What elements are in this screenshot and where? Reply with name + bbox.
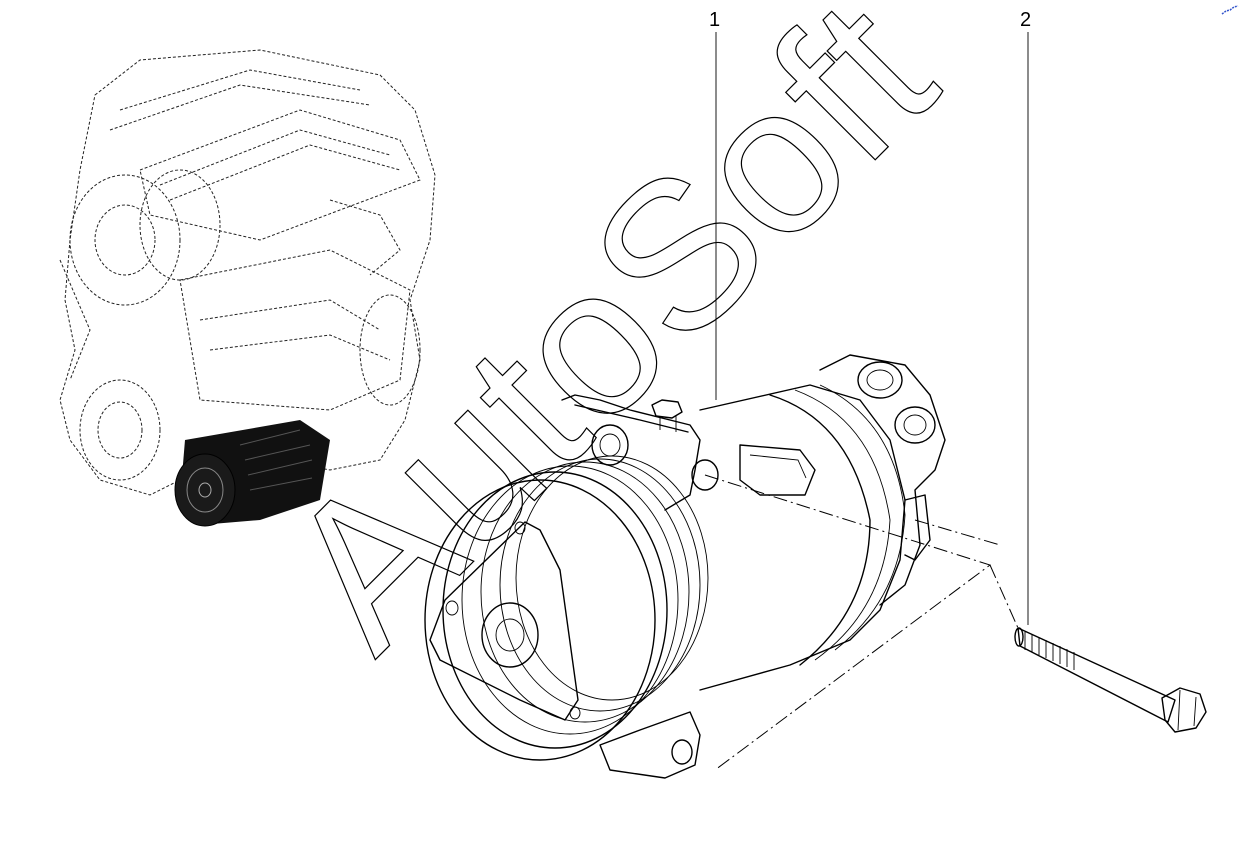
- engine-overview: [59, 49, 436, 527]
- assembly-axis-bolt: [914, 519, 1019, 629]
- compressor-part-1: [424, 354, 946, 779]
- watermark-text: AutoSoft: [241, 0, 977, 692]
- callout-label-2: 2: [1020, 9, 1032, 31]
- callout-label-1: 1: [709, 9, 721, 31]
- assembly-axis-upper: [704, 474, 992, 771]
- corner-mark-icon: [1221, 5, 1239, 15]
- mini-compressor-highlight: [174, 420, 330, 527]
- bolt-part-2: [1014, 627, 1207, 733]
